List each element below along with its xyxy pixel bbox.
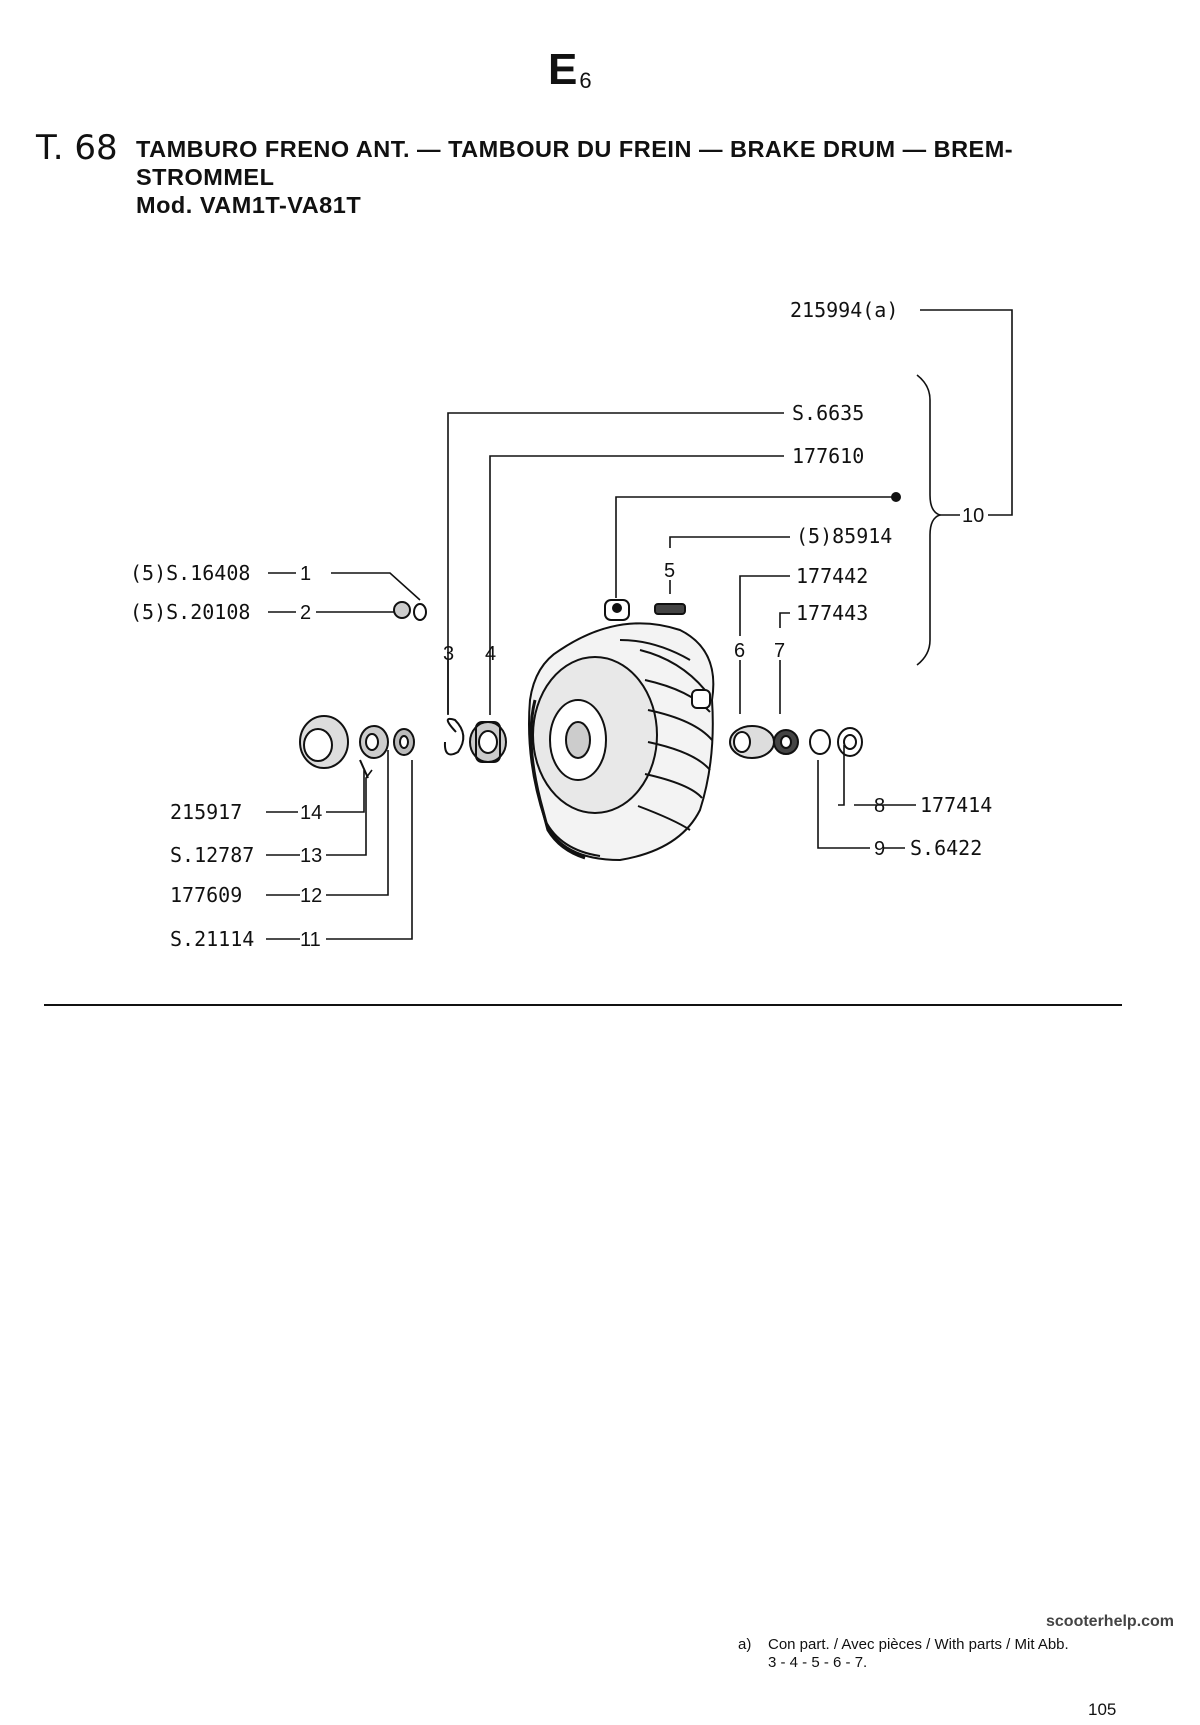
brake-drum-drawing bbox=[528, 599, 715, 862]
parts-drawing bbox=[299, 601, 863, 779]
footnote-line-1: Con part. / Avec pièces / With parts / M… bbox=[768, 1636, 1069, 1653]
callout-3: 3 bbox=[443, 643, 454, 665]
table-number: T. 68 bbox=[36, 128, 118, 168]
footnote-line-2: 3 - 4 - 5 - 6 - 7. bbox=[768, 1654, 868, 1671]
footnote: a) Con part. / Avec pièces / With parts /… bbox=[738, 1636, 1069, 1672]
callout-6: 6 bbox=[734, 640, 745, 662]
callout-11: 11 bbox=[300, 929, 321, 951]
part-S21114: S.21114 bbox=[170, 927, 254, 951]
section-subscript: 6 bbox=[579, 68, 592, 93]
callout-7: 7 bbox=[774, 640, 785, 662]
part-S12787: S.12787 bbox=[170, 843, 254, 867]
callout-5: 5 bbox=[664, 560, 675, 582]
part-S20108: (5)S.20108 bbox=[130, 600, 250, 624]
part-177443: 177443 bbox=[796, 601, 868, 625]
callout-13: 13 bbox=[300, 845, 322, 867]
title-line-3: Mod. VAM1T-VA81T bbox=[136, 192, 362, 218]
callout-10: 10 bbox=[962, 505, 984, 527]
part-S6422: S.6422 bbox=[910, 836, 982, 860]
part-585914: (5)85914 bbox=[796, 524, 892, 548]
part-177442: 177442 bbox=[796, 564, 868, 588]
callout-1: 1 bbox=[300, 563, 311, 585]
callout-2: 2 bbox=[300, 602, 311, 624]
part-177609: 177609 bbox=[170, 883, 242, 907]
callout-9: 9 bbox=[874, 838, 885, 860]
title-line-2: STROMMEL bbox=[136, 164, 275, 190]
leader-dot bbox=[891, 492, 901, 502]
callout-8: 8 bbox=[874, 795, 885, 817]
part-S16408: (5)S.16408 bbox=[130, 561, 250, 585]
section-label: E6 bbox=[548, 45, 592, 94]
callout-12: 12 bbox=[300, 885, 322, 907]
part-S6635: S.6635 bbox=[792, 401, 864, 425]
callout-4: 4 bbox=[485, 643, 496, 665]
callout-14: 14 bbox=[300, 802, 322, 824]
page-number: 105 bbox=[1088, 1700, 1117, 1719]
watermark-text: scooterhelp.com bbox=[1046, 1613, 1175, 1630]
footnote-marker: a) bbox=[738, 1636, 752, 1653]
part-215994: 215994(a) bbox=[790, 298, 898, 322]
part-215917: 215917 bbox=[170, 800, 242, 824]
leader-lines bbox=[266, 309, 1013, 940]
part-177610: 177610 bbox=[792, 444, 864, 468]
part-177414: 177414 bbox=[920, 793, 992, 817]
title-line-1: TAMBURO FRENO ANT. — TAMBOUR DU FREIN — … bbox=[136, 136, 1014, 162]
divider-rule bbox=[44, 1004, 1122, 1006]
page-title: TAMBURO FRENO ANT. — TAMBOUR DU FREIN — … bbox=[136, 135, 1136, 219]
